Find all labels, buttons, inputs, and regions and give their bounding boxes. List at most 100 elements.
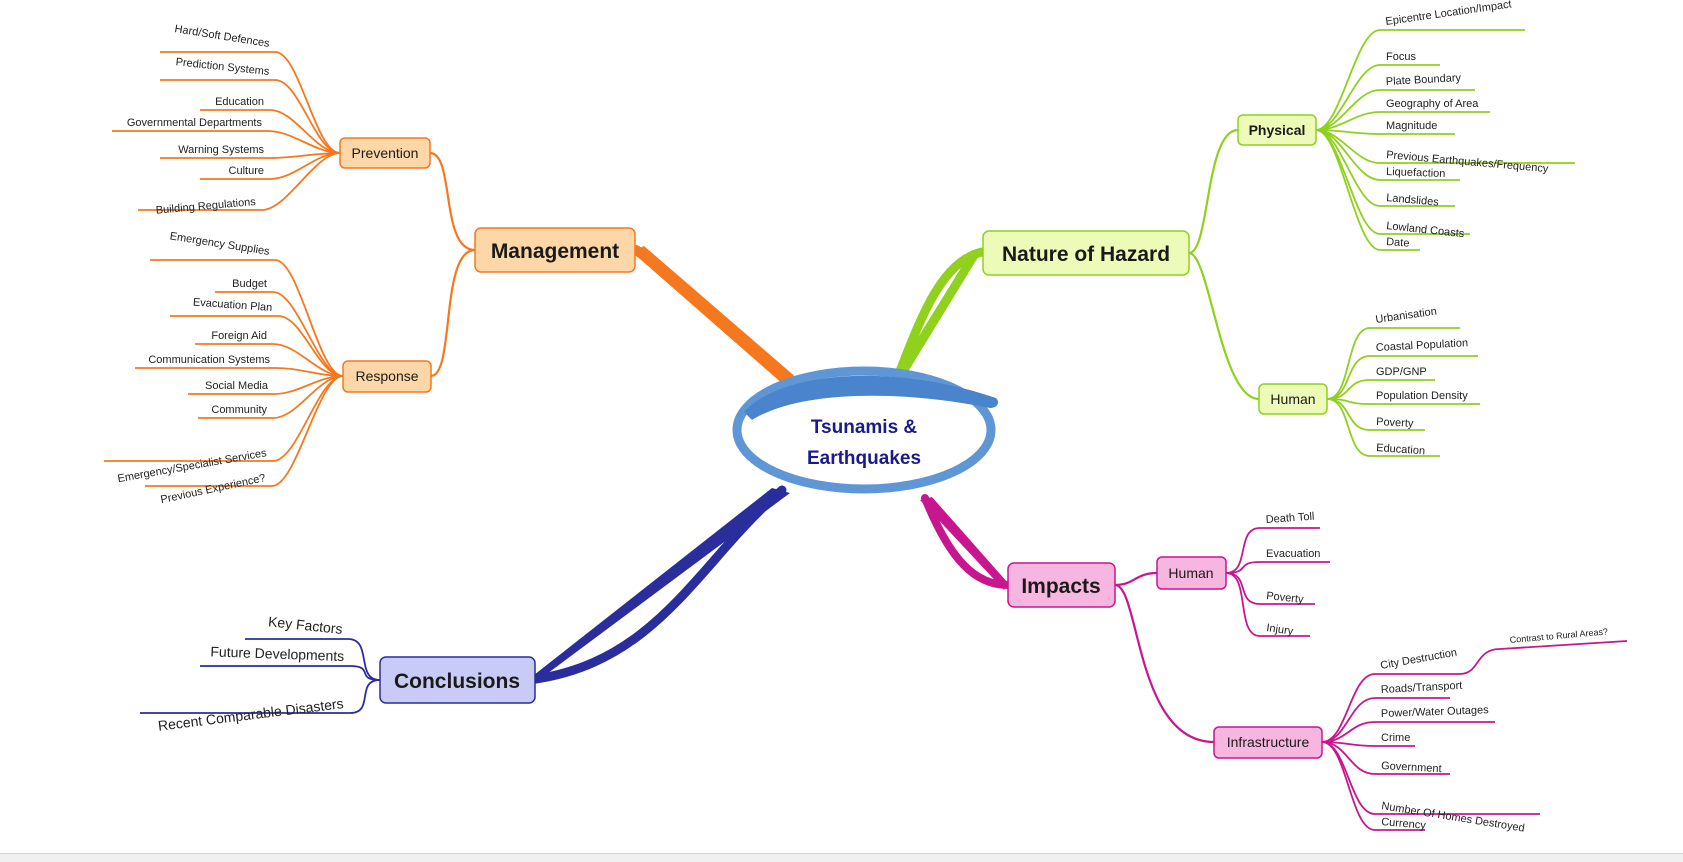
node-infrastructure-label: Infrastructure [1227,734,1310,750]
node-nature-of-hazard-label: Nature of Hazard [1002,243,1170,266]
infrastructure-leaf-1[interactable]: Roads/Transport [1321,680,1463,743]
leaf-connector [272,375,344,462]
connector-hazard-human [1188,251,1260,401]
leaf-label: Focus [1386,51,1416,63]
leaf-connector [1459,648,1501,675]
leaf-label: Crime [1381,732,1410,744]
leaf-label: Liquefaction [1386,166,1446,180]
leaf-label: Death Toll [1265,511,1314,526]
leaf-connector [1225,561,1261,574]
leaf-label: Poverty [1266,590,1305,606]
connector-impacts-human [1114,571,1158,587]
node-management-label: Management [491,240,619,263]
response-leaf-6[interactable]: Community [198,375,344,419]
leaf-connector [277,315,344,377]
infrastructure-leaf-2[interactable]: Power/Water Outages [1321,704,1495,743]
node-conclusions[interactable]: Conclusions [379,656,536,704]
impacts-human-leaf-0[interactable]: Death Toll [1225,511,1320,574]
leaf-connector [1321,741,1376,831]
physical-leaf-4[interactable]: Magnitude [1315,120,1455,135]
node-response[interactable]: Response [342,360,432,393]
leaf-label: Government [1381,760,1442,775]
hazard-human-leaf-5[interactable]: Education [1326,398,1440,457]
leaf-label: Foreign Aid [211,330,267,342]
leaf-label: Building Regulations [155,196,256,217]
connector-layer [429,128,1260,744]
connector-prevention [429,151,476,252]
leaf-connector [274,79,341,154]
center-topic[interactable]: Tsunamis & Earthquakes [732,366,998,494]
response-leaf-5[interactable]: Social Media [188,375,344,395]
leaf-connector [1315,129,1381,251]
leaf-connector [1326,327,1371,400]
leaf-connector [349,665,381,681]
response-leaf-2[interactable]: Evacuation Plan [170,296,344,377]
impacts-human-leaf-3[interactable]: Injury [1225,572,1310,638]
node-physical[interactable]: Physical [1237,114,1317,146]
leaf-connector [271,375,344,487]
prevention-leaf-5[interactable]: Culture [200,152,341,180]
impacts-human-leaf-1[interactable]: Evacuation [1225,548,1330,574]
leaf-label: Prediction Systems [175,56,270,78]
leaf-label: Date [1386,236,1410,250]
conclusions-leaf-2[interactable]: Recent Comparable Disasters [140,679,381,734]
node-hazard-human[interactable]: Human [1258,383,1328,415]
node-impacts-human[interactable]: Human [1156,556,1227,590]
infrastructure-leaf-4[interactable]: Government [1321,741,1450,775]
leaf-label: Education [1376,442,1426,457]
leaf-label: Hard/Soft Defences [174,23,271,50]
node-prevention[interactable]: Prevention [339,137,431,169]
leaf-label: Plate Boundary [1386,72,1462,88]
leaf-label: Epicentre Location/Impact [1385,0,1513,28]
hazard-human-leaf-3[interactable]: Population Density [1326,390,1480,405]
hazard-human-leaf-1[interactable]: Coastal Population [1326,337,1478,400]
leaf-connector [1321,697,1376,743]
connector-response [430,248,476,378]
leaf-label: Key Factors [267,613,343,637]
physical-leaf-6[interactable]: Liquefaction [1315,129,1460,181]
infrastructure-leaf-3[interactable]: Crime [1321,732,1415,747]
node-infrastructure[interactable]: Infrastructure [1213,726,1323,759]
conclusions-leaf-1[interactable]: Future Developments [200,643,381,681]
leaf-label: Social Media [205,380,269,392]
node-nature-of-hazard[interactable]: Nature of Hazard [982,230,1190,276]
leaf-label: GDP/GNP [1376,366,1427,378]
connector-physical [1188,128,1239,255]
leaf-label: Recent Comparable Disasters [157,695,344,734]
leaf-connector [1225,572,1261,637]
node-impacts-human-label: Human [1168,565,1213,581]
leaf-label: Governmental Departments [127,117,263,129]
branch-hazard-curve [890,247,987,389]
center-title-line1: Tsunamis & [811,417,918,438]
leaf-label: Future Developments [210,643,344,664]
leaf-connector [274,259,344,377]
leaf-connector [1225,527,1261,574]
prevention-leaf-0[interactable]: Hard/Soft Defences [160,23,341,154]
leaf-connector [1326,398,1371,457]
infrastructure-subleaf[interactable]: Contrast to Rural Areas? [1459,626,1628,675]
leaf-connector [1321,741,1376,775]
leaf-label: Communication Systems [148,354,270,366]
infrastructure-leaf-6[interactable]: Currency [1321,741,1427,832]
leaf-label: Evacuation Plan [192,296,272,314]
response-leaf-8[interactable]: Previous Experience? [145,375,344,506]
impacts-human-leaf-2[interactable]: Poverty [1225,572,1315,606]
node-impacts[interactable]: Impacts [1007,562,1116,608]
leaf-label: Magnitude [1386,120,1437,132]
leaf-connector [1315,29,1381,131]
response-leaf-3[interactable]: Foreign Aid [195,330,344,377]
leaf-label: Budget [232,278,267,290]
leaf-connector [261,152,341,211]
leaf-label: Emergency Supplies [169,230,271,258]
leaf-label: Geography of Area [1386,98,1479,110]
leaf-label: Urbanisation [1375,305,1438,325]
infrastructure-leaf-5[interactable]: Number Of Homes Destroyed [1321,741,1540,835]
physical-leaf-9[interactable]: Date [1315,129,1420,251]
physical-leaf-8[interactable]: Lowland Coasts [1315,129,1470,240]
leaf-label: Education [215,96,264,108]
node-physical-label: Physical [1249,122,1306,138]
node-management[interactable]: Management [474,227,636,273]
branch-impacts [920,497,1008,590]
response-leaf-4[interactable]: Communication Systems [135,354,344,377]
leaf-label: Roads/Transport [1381,680,1463,696]
